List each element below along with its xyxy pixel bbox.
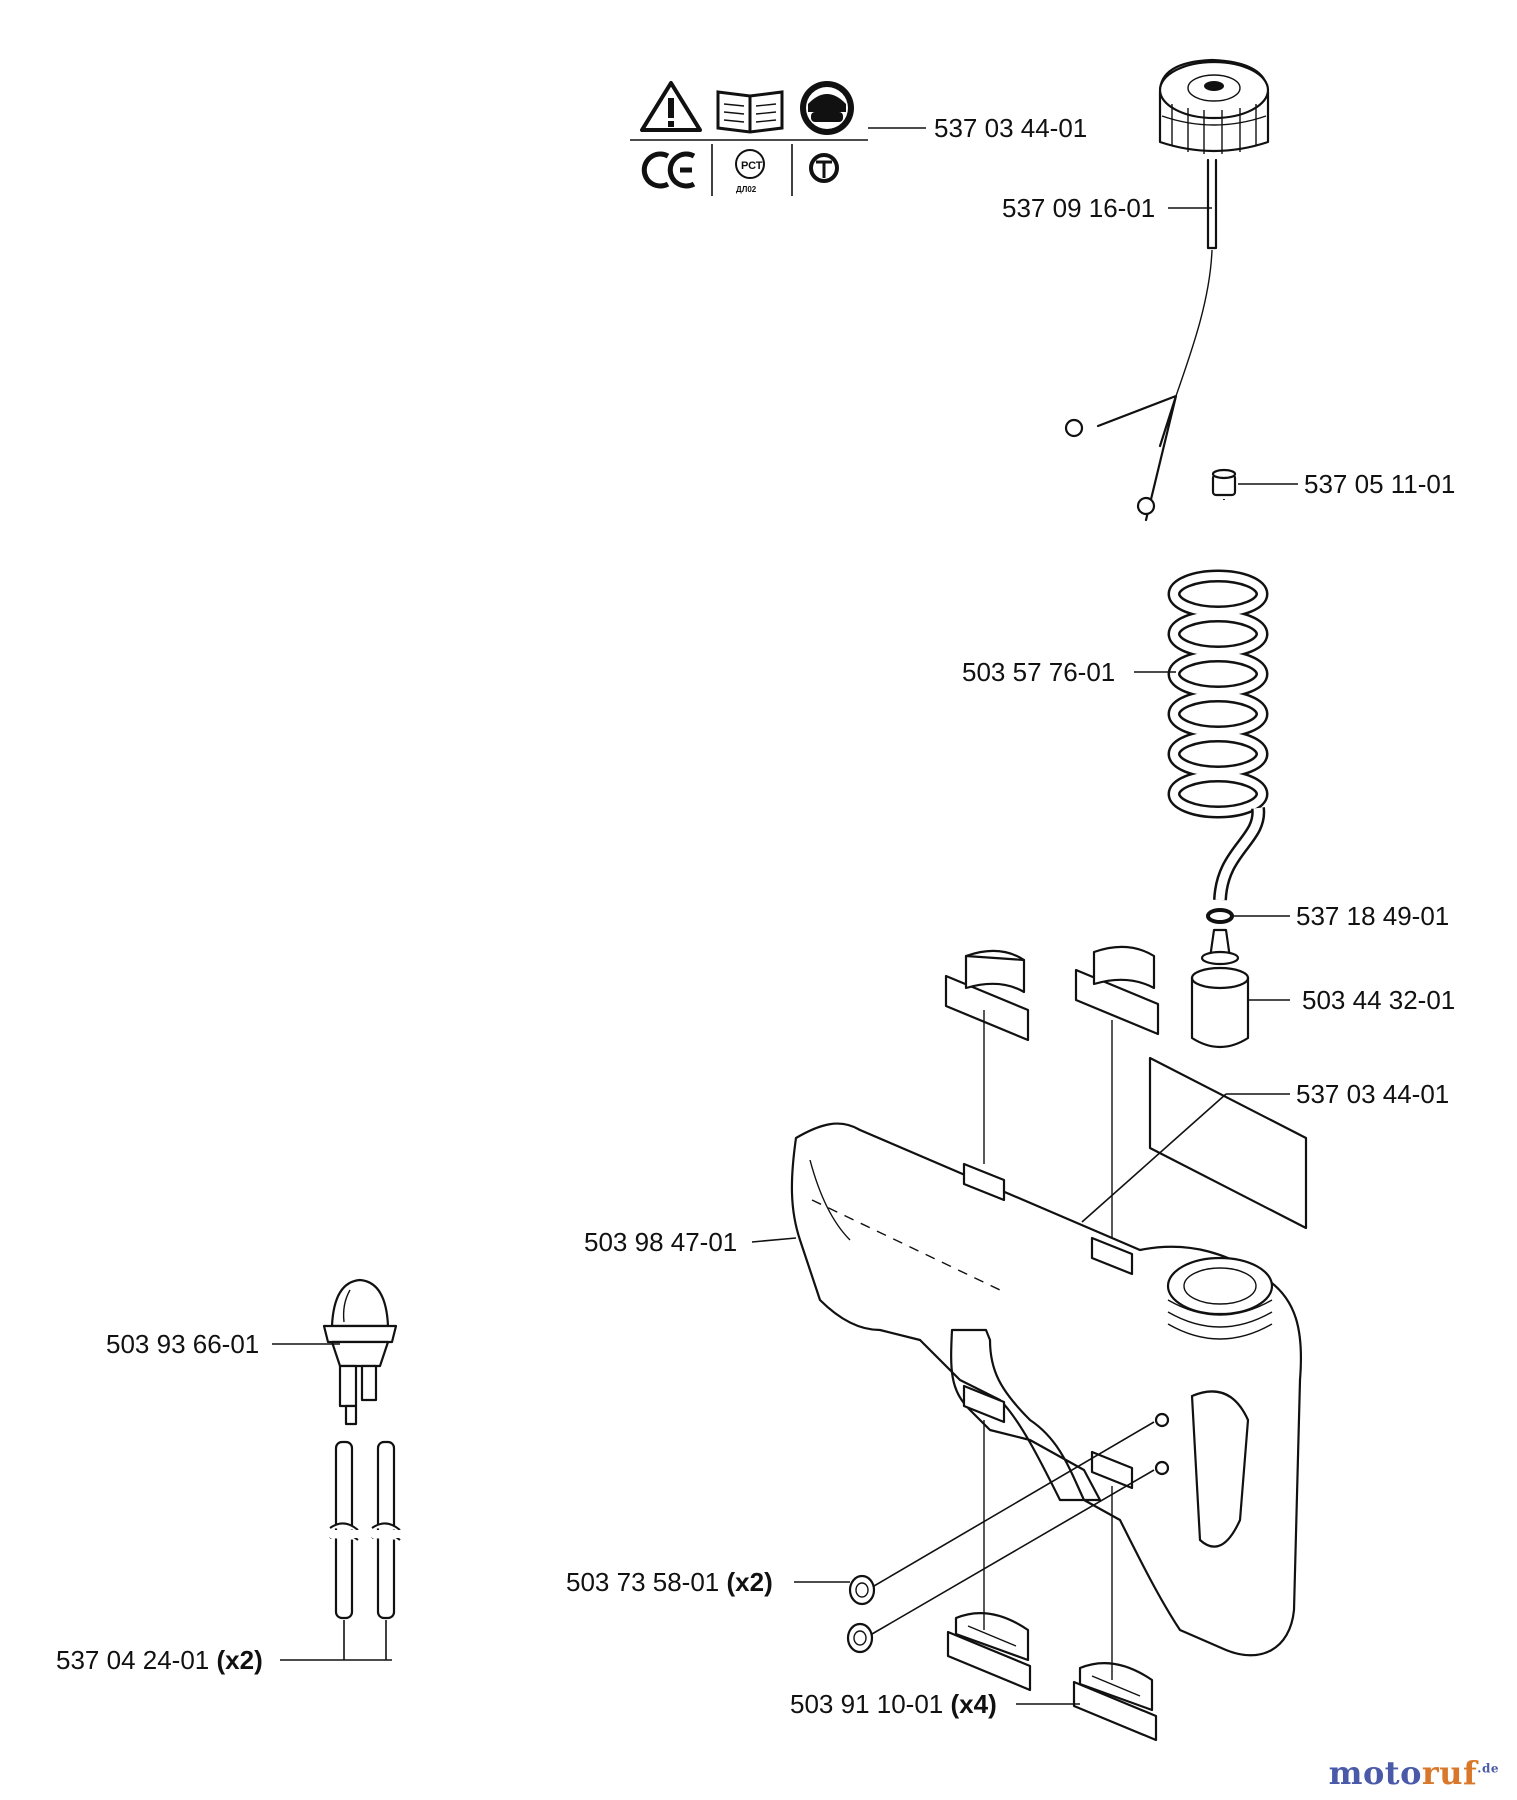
fuel-cap: [1064, 58, 1270, 522]
damper-top-right: [1074, 945, 1160, 1036]
watermark-logo: motoruf.de: [1329, 1754, 1499, 1792]
tg-mark-icon: [809, 153, 839, 183]
leader-lines: [272, 127, 1298, 1705]
manual-book-icon: [716, 90, 784, 134]
label-safety-decal: 537 03 44-01: [934, 113, 1087, 143]
fuel-tank: [790, 1122, 1303, 1657]
o-ring: [1206, 908, 1234, 924]
plug-lower: [846, 1622, 874, 1654]
label-o-ring: 537 18 49-01: [1296, 901, 1449, 931]
protective-gear-icon: [800, 81, 854, 135]
damper-bottom-left: [946, 1612, 1032, 1692]
fuel-hose-pair: [329, 1440, 401, 1620]
part-number: 537 04 24-01: [56, 1645, 210, 1675]
part-number: 537 03 44-01: [1296, 1079, 1450, 1109]
watermark-part1: moto: [1328, 1754, 1422, 1792]
label-tank-decal: 537 03 44-01: [1296, 1079, 1449, 1109]
damper-top-left: [944, 949, 1030, 1042]
part-number: 537 03 44-01: [934, 113, 1088, 143]
ce-mark-icon: [641, 151, 696, 189]
watermark-part2: ruf: [1421, 1754, 1478, 1792]
hose-fitting: [1211, 468, 1237, 497]
damper-bottom-right: [1072, 1662, 1158, 1742]
part-number: 503 98 47-01: [584, 1227, 738, 1257]
plug-upper: [848, 1574, 876, 1606]
pct-mark-icon: РСТ ДЛ02: [735, 149, 765, 194]
label-fuel-filter: 503 44 32-01: [1302, 985, 1455, 1015]
pct-mark-text: РСТ: [741, 160, 763, 172]
label-fuel-cap-strap: 537 09 16-01: [1002, 193, 1155, 223]
part-number: 503 73 58-01: [566, 1567, 720, 1597]
pct-code-text: ДЛ02: [736, 185, 757, 194]
label-fuel-hose-pair: 537 04 24-01 (x2): [56, 1645, 263, 1675]
label-plug: 503 73 58-01 (x2): [566, 1567, 773, 1597]
part-number: 503 91 10-01: [790, 1689, 944, 1719]
watermark-domain: .de: [1477, 1761, 1499, 1776]
part-number: 537 05 11-01: [1304, 469, 1456, 499]
fuel-filter: [1190, 928, 1250, 1049]
part-number: 503 57 76-01: [962, 657, 1116, 687]
part-quantity: (x4): [950, 1689, 997, 1719]
part-number: 537 09 16-01: [1002, 193, 1156, 223]
safety-decal: РСТ ДЛ02: [630, 81, 868, 196]
part-number: 537 18 49-01: [1296, 901, 1450, 931]
part-number: 503 44 32-01: [1302, 985, 1456, 1015]
label-fuel-tank: 503 98 47-01: [584, 1227, 737, 1257]
primer-bulb: [322, 1278, 398, 1426]
warning-triangle-icon: [640, 81, 702, 132]
label-damper: 503 91 10-01 (x4): [790, 1689, 997, 1719]
label-primer-bulb: 503 93 66-01: [106, 1329, 259, 1359]
part-quantity: (x2): [216, 1645, 263, 1675]
tank-decal: [1148, 1056, 1308, 1230]
part-number: 503 93 66-01: [106, 1329, 260, 1359]
coiled-fuel-hose: [1167, 498, 1269, 901]
label-coiled-fuel-hose: 503 57 76-01: [962, 657, 1115, 687]
part-quantity: (x2): [726, 1567, 773, 1597]
label-hose-fitting: 537 05 11-01: [1304, 469, 1455, 499]
